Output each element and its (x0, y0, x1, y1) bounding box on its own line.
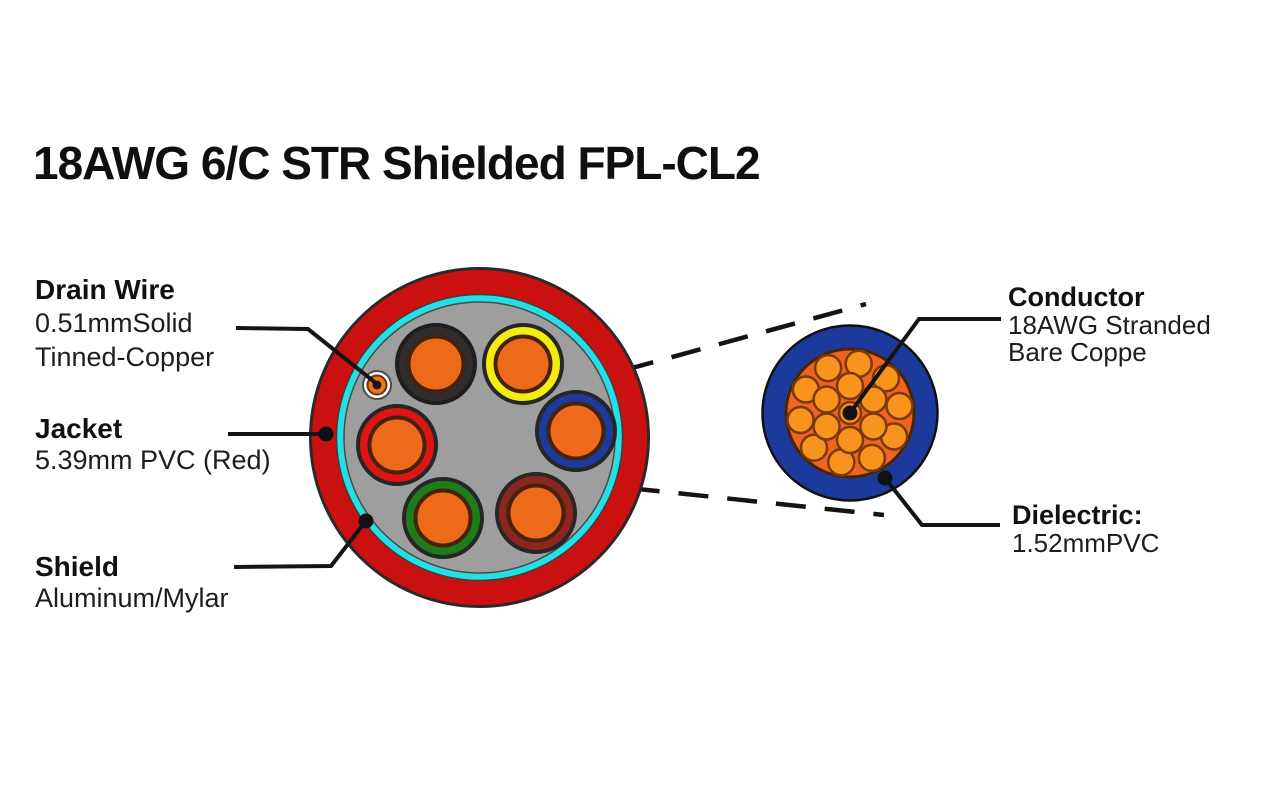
conductor-blue-core (546, 401, 606, 461)
shield-heading: Shield (35, 551, 120, 582)
conductor-green (402, 477, 484, 559)
dielectric-label: Dielectric: 1.52mmPVC (1012, 501, 1159, 557)
leader-line-shield (233, 519, 368, 569)
jacket-spec-line: 5.39mm PVC (Red) (35, 445, 271, 475)
drain-wire-material-line: Tinned-Copper (35, 342, 215, 372)
conductor-spec-line: 18AWG Stranded (1008, 310, 1211, 340)
leader-line-drain-wire (235, 326, 379, 386)
strand (835, 371, 865, 401)
dielectric-spec-line: 1.52mmPVC (1012, 528, 1160, 558)
leader-line-conductor (848, 317, 1001, 415)
conductor-heading: Conductor (1008, 282, 1145, 312)
conductor-black-core (406, 334, 466, 394)
conductor-yellow (482, 323, 564, 405)
strand (812, 385, 841, 414)
conductor-blue (535, 390, 617, 472)
callout-dot-jacket (318, 426, 334, 442)
drain-wire-label: Drain Wire 0.51mmSolid Tinned-Copper (35, 274, 214, 374)
conductor-red-core (367, 415, 427, 475)
strand (786, 405, 815, 435)
strand (857, 443, 887, 473)
leader-line-dielectric (883, 476, 1000, 527)
strand (799, 433, 829, 462)
jacket-heading: Jacket (35, 413, 123, 444)
strand (813, 353, 843, 383)
conductor-yellow-core (493, 334, 553, 394)
strand (859, 412, 888, 441)
leader-lines (228, 317, 1001, 569)
strand (885, 391, 914, 421)
conductor-red (356, 404, 438, 486)
jacket-label: Jacket 5.39mm PVC (Red) (35, 413, 271, 475)
callout-dot-conductor (842, 405, 858, 421)
conductor-material-line: Bare Coppe (1008, 337, 1147, 367)
shield-material-line: Aluminum/Mylar (35, 583, 229, 613)
strand (835, 425, 865, 455)
conductor-maroon-core (506, 483, 566, 543)
drain-wire-spec-line: 0.51mmSolid (35, 308, 193, 338)
dielectric-heading: Dielectric: (1012, 500, 1143, 530)
callout-dot-dielectric (877, 470, 893, 486)
page-title: 18AWG 6/C STR Shielded FPL-CL2 (33, 137, 761, 189)
strand (812, 412, 841, 441)
conductor-black (395, 323, 477, 405)
shield-label: Shield Aluminum/Mylar (35, 551, 229, 613)
conductor-green-core (413, 488, 473, 548)
drain-wire-heading: Drain Wire (35, 274, 175, 305)
conductor-maroon (495, 472, 577, 554)
callout-dot-shield (358, 513, 374, 529)
conductor-label: Conductor 18AWG Stranded Bare Coppe (1008, 283, 1211, 366)
